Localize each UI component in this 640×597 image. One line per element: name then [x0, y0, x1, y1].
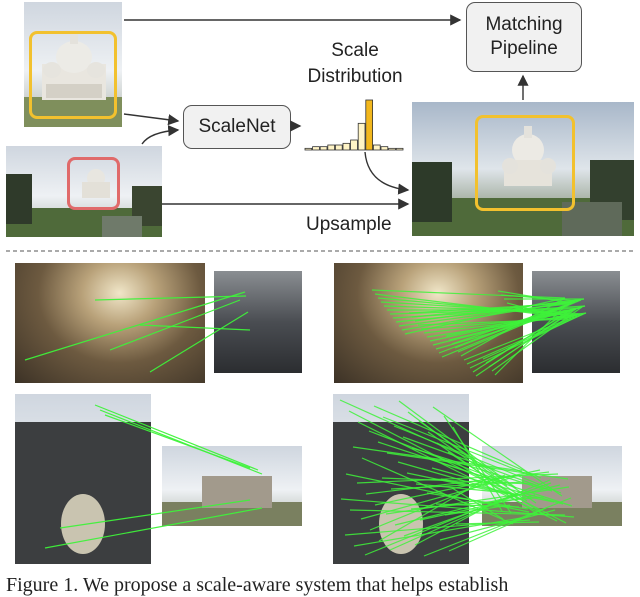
- match-line: [149, 311, 249, 373]
- arrow-wide-to-scalenet: [141, 125, 180, 145]
- match-line: [44, 507, 263, 549]
- cathedral-drawing: [24, 30, 122, 127]
- match-line: [404, 297, 566, 335]
- match-line: [423, 497, 572, 557]
- histogram-bar: [357, 122, 366, 151]
- match-line: [385, 486, 570, 515]
- match-line: [139, 324, 251, 331]
- histogram-bar: [380, 146, 389, 151]
- match-line: [94, 295, 247, 301]
- match-line: [475, 309, 574, 377]
- histogram-bar: [388, 147, 396, 151]
- yellow-highlight-box-1: [29, 31, 117, 119]
- wide-scene-drawing: [6, 169, 162, 237]
- match-line: [345, 473, 530, 513]
- match-line: [349, 509, 566, 516]
- match-line: [472, 311, 568, 373]
- match-line: [419, 494, 536, 521]
- source-image-wide: [6, 146, 162, 237]
- scalenet-box: ScaleNet: [183, 105, 291, 149]
- match-line: [500, 294, 579, 302]
- match-line: [407, 411, 508, 487]
- match-line: [410, 496, 545, 510]
- upsample-label: Upsample: [306, 214, 392, 235]
- histogram-bar: [372, 144, 381, 151]
- gate-closeup-left-a: [15, 394, 151, 564]
- match-line: [411, 447, 544, 490]
- match-line: [94, 404, 259, 471]
- match-line: [374, 469, 541, 506]
- match-line: [509, 306, 575, 318]
- match-line: [431, 467, 564, 505]
- source-image-zoomed: [24, 2, 122, 127]
- match-line: [389, 307, 580, 315]
- match-line: [24, 291, 246, 361]
- cathedral-interior-left-a: [15, 263, 205, 383]
- match-line: [497, 290, 573, 304]
- cathedral-interior-right-b: [532, 271, 620, 373]
- match-line: [59, 499, 251, 529]
- red-highlight-box: [67, 157, 120, 210]
- histogram-bar: [342, 142, 351, 151]
- arrow-zoomed-to-scalenet: [123, 113, 180, 126]
- match-line: [357, 421, 558, 522]
- histogram-bar: [365, 99, 373, 151]
- match-line: [494, 304, 567, 376]
- matching-pipeline-box: Matching Pipeline: [466, 2, 582, 72]
- cathedral-interior-right-a: [214, 271, 302, 373]
- match-line: [463, 317, 572, 361]
- match-line: [99, 409, 263, 475]
- match-line: [394, 484, 561, 526]
- match-line: [382, 416, 533, 477]
- match-line: [109, 299, 241, 351]
- match-line: [104, 414, 251, 469]
- arrow-histogram-to-target: [364, 151, 410, 195]
- match-line: [448, 507, 547, 552]
- histogram-bar: [304, 147, 313, 151]
- histogram-bar: [319, 146, 328, 151]
- match-line: [386, 452, 569, 480]
- match-line: [439, 509, 556, 541]
- histogram-bar: [395, 147, 404, 151]
- match-line: [398, 400, 517, 489]
- target-scene-drawing: [412, 126, 634, 236]
- match-line: [373, 405, 542, 479]
- match-line: [348, 410, 567, 524]
- match-line: [344, 519, 531, 536]
- histogram-bar: [334, 144, 343, 151]
- target-image: [412, 102, 634, 236]
- yellow-highlight-box-2: [475, 115, 575, 211]
- match-line: [365, 471, 550, 495]
- scale-distribution-label: Scale Distribution: [307, 40, 403, 87]
- match-line: [441, 302, 573, 358]
- match-line: [466, 315, 578, 365]
- match-line: [432, 406, 563, 497]
- match-line: [414, 499, 501, 546]
- match-line: [378, 472, 497, 542]
- match-line: [352, 446, 523, 472]
- histogram-bar: [312, 146, 320, 151]
- match-line: [440, 478, 555, 503]
- histogram-bar: [350, 139, 358, 151]
- histogram-bar: [327, 144, 335, 151]
- figure-caption: Figure 1. We propose a scale-aware syste…: [6, 574, 509, 596]
- match-line: [353, 517, 522, 547]
- match-line: [436, 442, 519, 500]
- match-line: [403, 482, 552, 537]
